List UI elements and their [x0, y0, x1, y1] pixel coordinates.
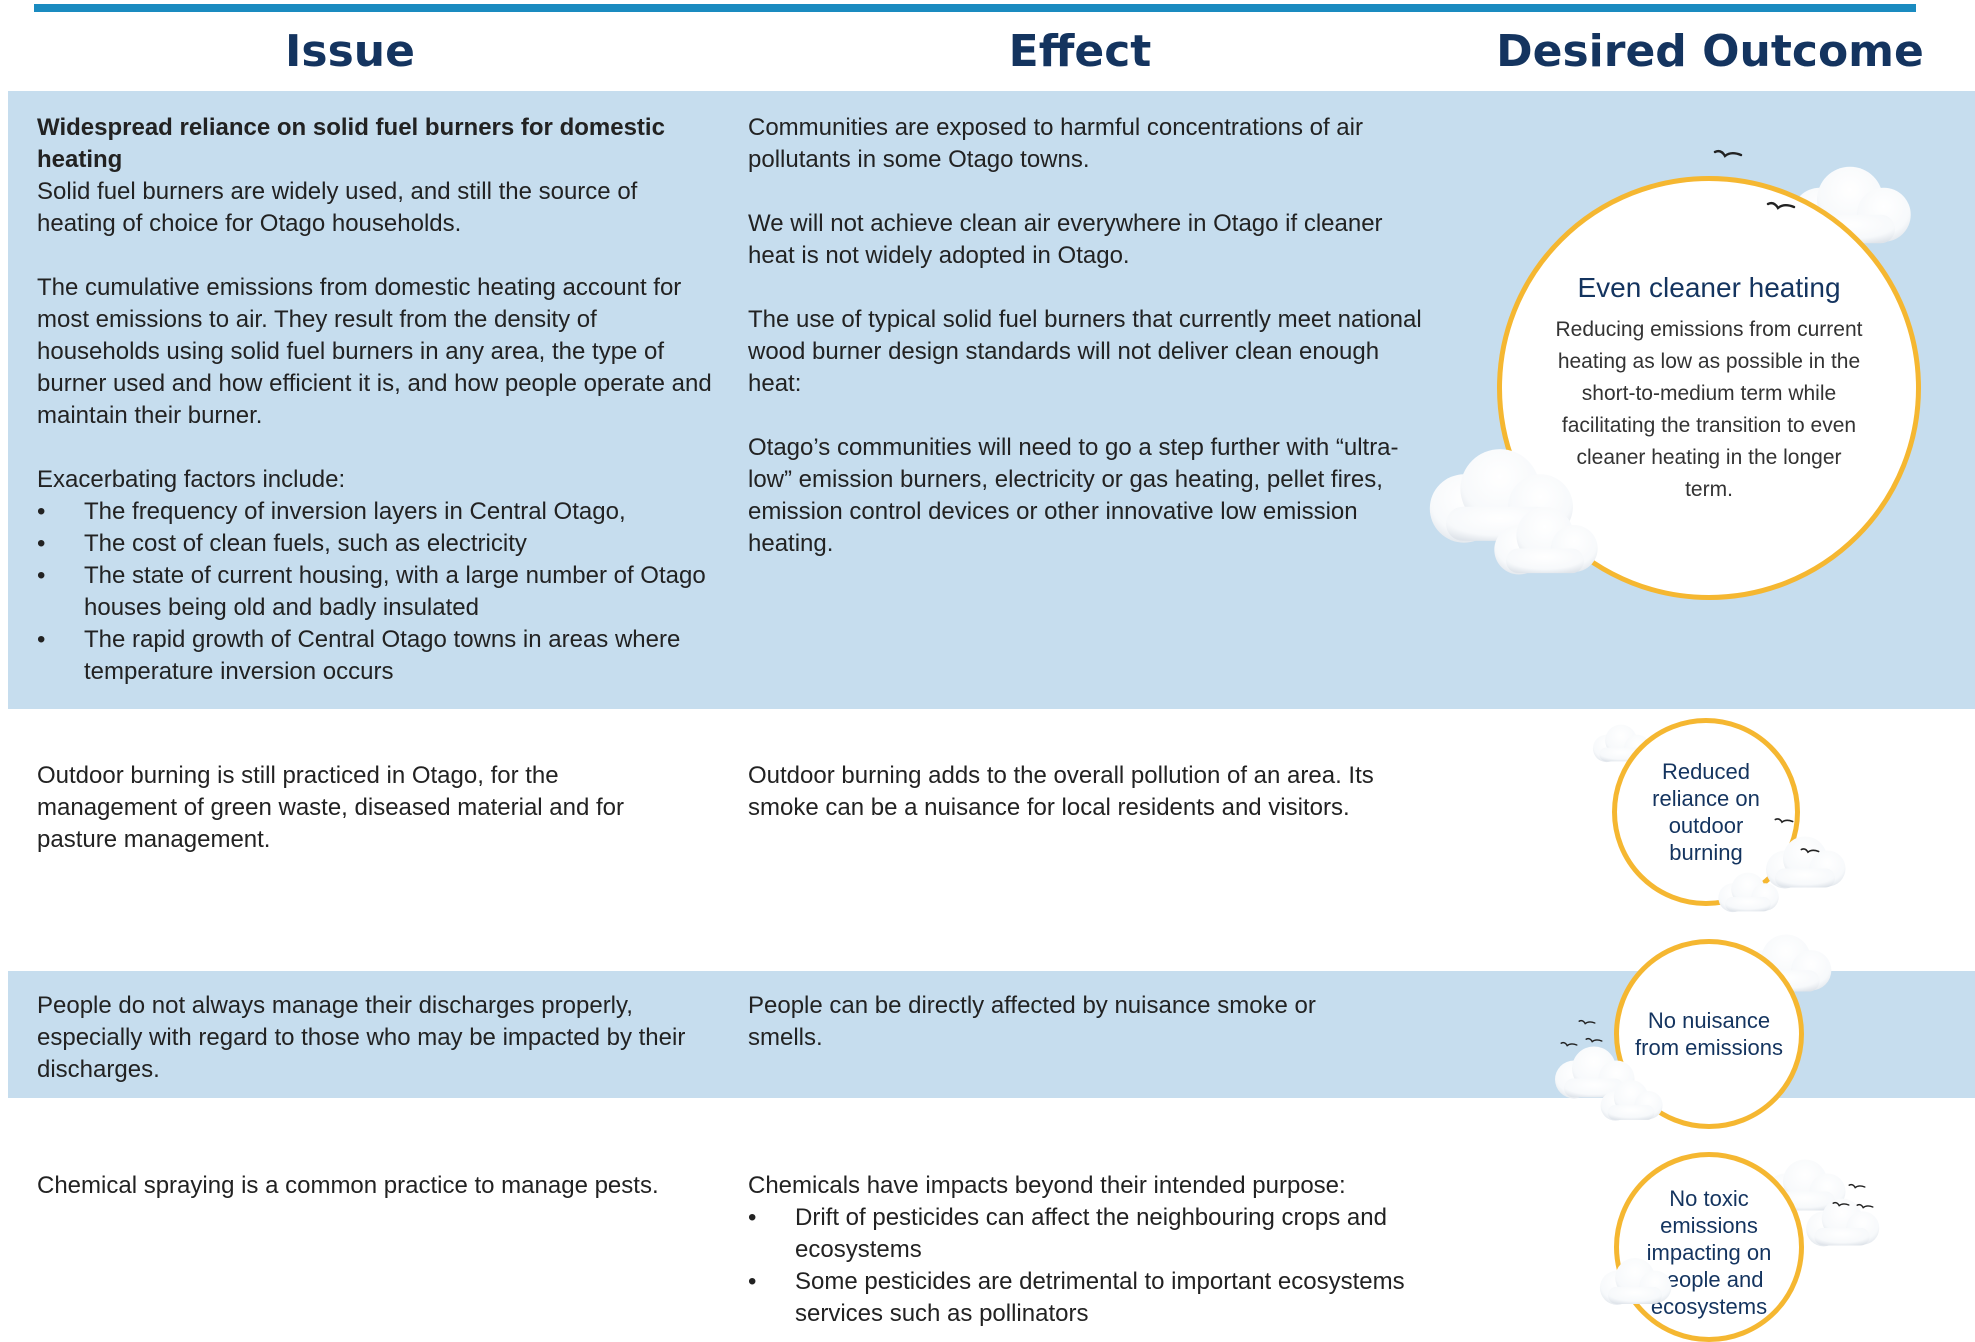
list-item: The cost of clean fuels, such as electri… [37, 528, 722, 560]
row-1-effect-paragraph: We will not achieve clean air everywhere… [748, 210, 1383, 269]
cloud-icon [1592, 1074, 1670, 1126]
list-item: The rapid growth of Central Otago towns … [37, 624, 722, 688]
bird-icon [1800, 846, 1820, 857]
header-effect: Effect [1008, 26, 1152, 77]
row-1-issue: Widespread reliance on solid fuel burner… [37, 112, 722, 688]
cloud-icon [1710, 866, 1786, 918]
cloud-icon [1590, 1250, 1680, 1312]
outcome-label: No toxic emissions impacting on people a… [1646, 1185, 1772, 1319]
outcome-label: No nuisance from emissions [1635, 1008, 1783, 1060]
row-1-effect-paragraph: The use of typical solid fuel burners th… [748, 306, 1422, 397]
row-3-effect: People can be directly affected by nuisa… [748, 990, 1388, 1054]
row-3-effect-paragraph: People can be directly affected by nuisa… [748, 992, 1316, 1051]
outcome-description: Reducing emissions from current heating … [1555, 318, 1863, 501]
row-3-issue: People do not always manage their discha… [37, 990, 732, 1086]
row-1-issue-paragraph: Solid fuel burners are widely used, and … [37, 178, 638, 237]
row-1-effect: Communities are exposed to harmful conce… [748, 112, 1428, 560]
row-1-issue-title: Widespread reliance on solid fuel burner… [37, 114, 665, 173]
bird-icon [1578, 1018, 1596, 1028]
header-desired-outcome: Desired Outcome [1496, 26, 1924, 77]
bird-icon [1560, 1040, 1578, 1050]
row-4-issue: Chemical spraying is a common practice t… [37, 1170, 737, 1202]
top-accent-bar [34, 4, 1916, 12]
row-1-issue-paragraph: The cumulative emissions from domestic h… [37, 274, 712, 429]
row-1-effect-paragraph: Communities are exposed to harmful conce… [748, 114, 1363, 173]
row-2-effect-paragraph: Outdoor burning adds to the overall poll… [748, 762, 1374, 821]
cloud-icon [1480, 495, 1610, 585]
row-2-issue-paragraph: Outdoor burning is still practiced in Ot… [37, 762, 625, 853]
bird-icon [1713, 147, 1743, 163]
outcome-label: Reduced reliance on outdoor burning [1652, 759, 1760, 865]
row-2-effect: Outdoor burning adds to the overall poll… [748, 760, 1438, 824]
bird-icon [1774, 816, 1794, 827]
outcome-circle-even-cleaner-heating: Even cleaner heating Reducing emissions … [1497, 176, 1921, 600]
row-4-effect-paragraph: Chemicals have impacts beyond their inte… [748, 1172, 1346, 1199]
outcome-title: Even cleaner heating [1577, 272, 1841, 303]
row-4-issue-paragraph: Chemical spraying is a common practice t… [37, 1172, 659, 1199]
row-4-effect-bullet-list: Drift of pesticides can affect the neigh… [748, 1202, 1428, 1330]
row-1-issue-paragraph: Exacerbating factors include: [37, 466, 346, 493]
row-1-effect-paragraph: Otago’s communities will need to go a st… [748, 434, 1399, 557]
list-item: Drift of pesticides can affect the neigh… [748, 1202, 1428, 1266]
outcome-circle-no-nuisance: No nuisance from emissions [1614, 939, 1804, 1129]
bird-icon [1585, 1036, 1603, 1046]
bird-icon [1766, 199, 1796, 215]
bird-icon [1856, 1202, 1874, 1212]
row-2-issue: Outdoor burning is still practiced in Ot… [37, 760, 697, 856]
list-item: The frequency of inversion layers in Cen… [37, 496, 722, 528]
list-item: Some pesticides are detrimental to impor… [748, 1266, 1428, 1330]
bird-icon [1848, 1182, 1866, 1192]
row-4-effect: Chemicals have impacts beyond their inte… [748, 1170, 1428, 1330]
row-1-issue-bullet-list: The frequency of inversion layers in Cen… [37, 496, 722, 688]
row-3-issue-paragraph: People do not always manage their discha… [37, 992, 686, 1083]
list-item: The state of current housing, with a lar… [37, 560, 722, 624]
header-issue: Issue [285, 26, 415, 77]
bird-icon [1832, 1200, 1850, 1210]
outcome-circle-no-toxic-emissions: No toxic emissions impacting on people a… [1614, 1152, 1804, 1342]
